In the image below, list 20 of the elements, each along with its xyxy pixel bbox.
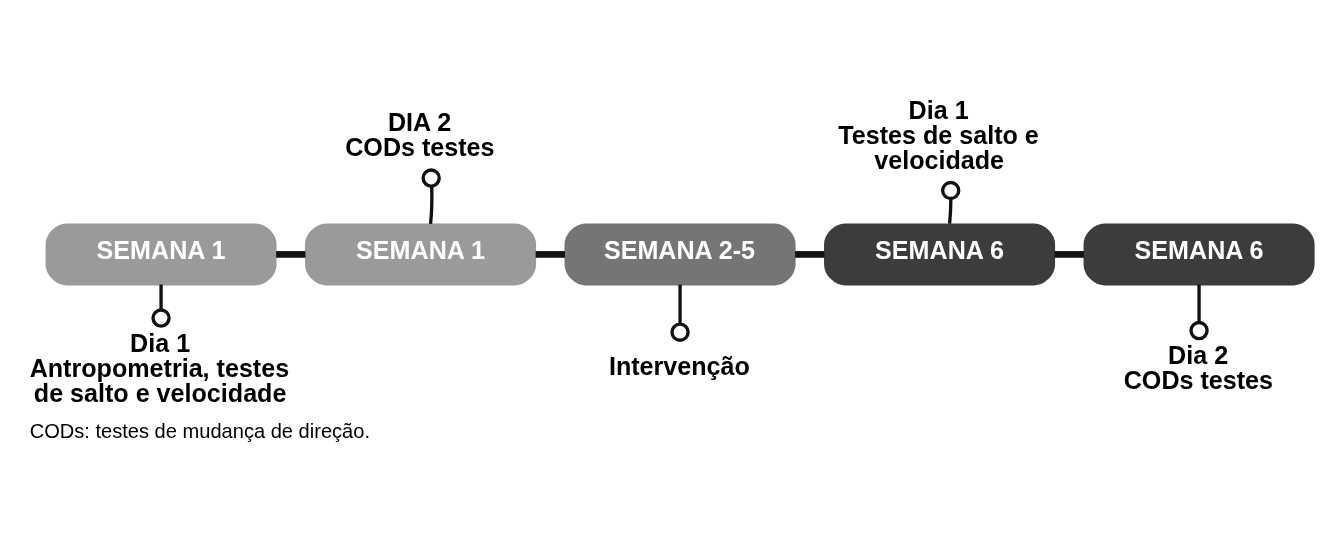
- connector: [670, 284, 690, 342]
- connector: [1189, 284, 1209, 341]
- node-box: SEMANA 2-5: [564, 223, 796, 286]
- caption: CODs: testes de mudança de direção.: [29, 419, 371, 442]
- node-text: DIA 2 CODs testes: [345, 108, 495, 162]
- connector: [421, 168, 441, 225]
- node-box: SEMANA 6: [824, 223, 1056, 286]
- node-text: Dia 2 CODs testes: [1123, 341, 1274, 395]
- connector: [276, 251, 306, 258]
- connector: [1054, 251, 1084, 258]
- node-box: SEMANA 1: [45, 223, 277, 286]
- connector: [795, 251, 825, 258]
- node-box: SEMANA 6: [1083, 223, 1315, 286]
- node-text: Dia 1 Antropometria, testes de salto e velocidade: [29, 328, 290, 407]
- connector: [941, 180, 961, 224]
- node-text: Dia 1 Testes de salto e velocidade: [838, 95, 1039, 175]
- connector: [535, 251, 565, 258]
- node-text: Intervenção: [608, 351, 750, 380]
- node-box: SEMANA 1: [305, 223, 537, 286]
- connector: [151, 284, 171, 328]
